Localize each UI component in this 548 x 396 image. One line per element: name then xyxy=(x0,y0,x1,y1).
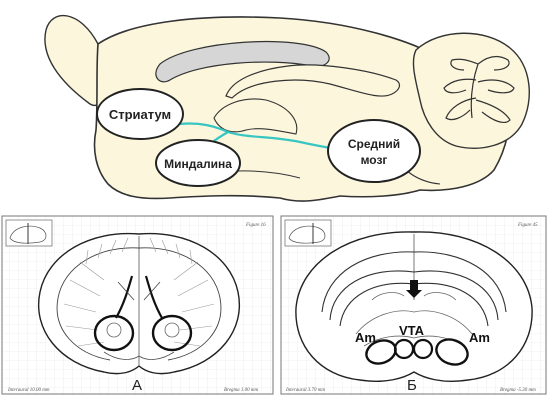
olfactory-bulb xyxy=(45,16,104,106)
panel-a-letter: А xyxy=(132,377,142,394)
panel-b-am-right-label: Am xyxy=(469,330,490,345)
panel-b-am-left-label: Am xyxy=(355,330,376,345)
panel-a-figure-label: Figure 16 xyxy=(245,223,266,228)
panel-b-interaural: Interaural 3.70 mm xyxy=(285,388,325,393)
striatum-label: Стриатум xyxy=(109,107,171,122)
striatum-region: Стриатум xyxy=(97,89,183,139)
panel-a: Figure 16 А Interaural 10.00 mm Bregma 1… xyxy=(2,216,273,394)
panel-a-inset xyxy=(6,220,52,246)
midbrain-label-line1: Средний xyxy=(348,137,400,151)
midbrain-label-line2: мозг xyxy=(361,153,388,167)
panel-a-interaural: Interaural 10.00 mm xyxy=(7,388,50,393)
panel-b: Figure 45 Am VTA Am Б Interaural 3.70 mm… xyxy=(281,216,546,394)
amygdala-label: Миндалина xyxy=(164,157,232,171)
midbrain-region: Средний мозг xyxy=(328,120,420,182)
panel-b-letter: Б xyxy=(407,377,417,394)
sagittal-brain-diagram: Стриатум Миндалина Средний мозг xyxy=(45,16,529,201)
amygdala-region: Миндалина xyxy=(156,140,240,186)
panel-b-figure-label: Figure 45 xyxy=(517,223,538,228)
panel-b-inset xyxy=(285,220,331,246)
panel-b-bregma: Bregma -5.30 mm xyxy=(500,388,536,393)
panel-a-bregma: Bregma 1.00 mm xyxy=(224,388,259,393)
panel-b-vta-label: VTA xyxy=(399,323,425,338)
